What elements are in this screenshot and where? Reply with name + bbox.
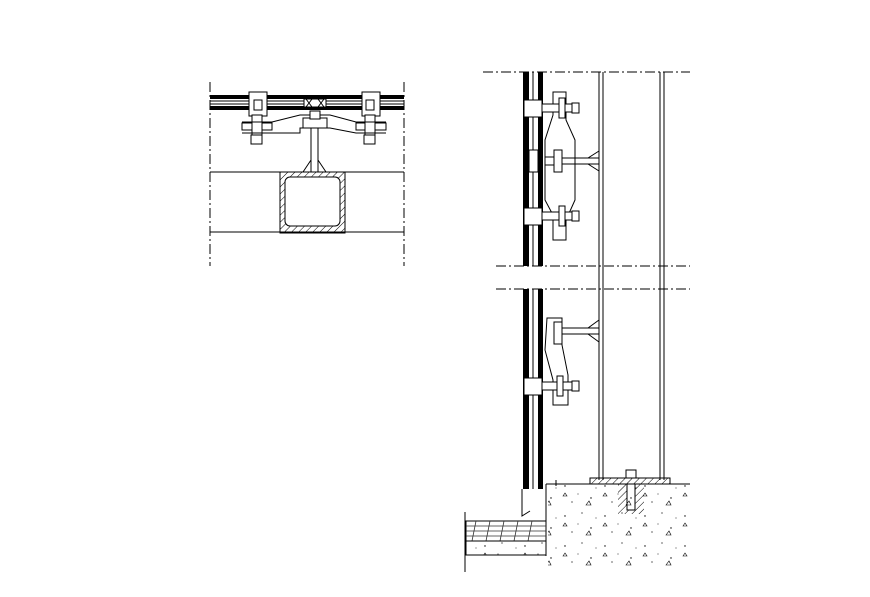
concrete-foundation [545, 480, 690, 572]
glass-panel-vertical [523, 72, 543, 489]
plan-section-detail [209, 82, 405, 266]
vertical-section-detail [464, 71, 690, 572]
lower-bracket [523, 317, 600, 406]
glass-clip-left [241, 91, 273, 145]
steel-stem [302, 128, 327, 173]
upper-bracket [523, 91, 600, 241]
floor-slab [464, 489, 547, 572]
mullion [598, 72, 665, 480]
bracket-arm [242, 110, 386, 134]
glass-clip-right [355, 91, 387, 145]
steel-tube-section [279, 171, 346, 234]
